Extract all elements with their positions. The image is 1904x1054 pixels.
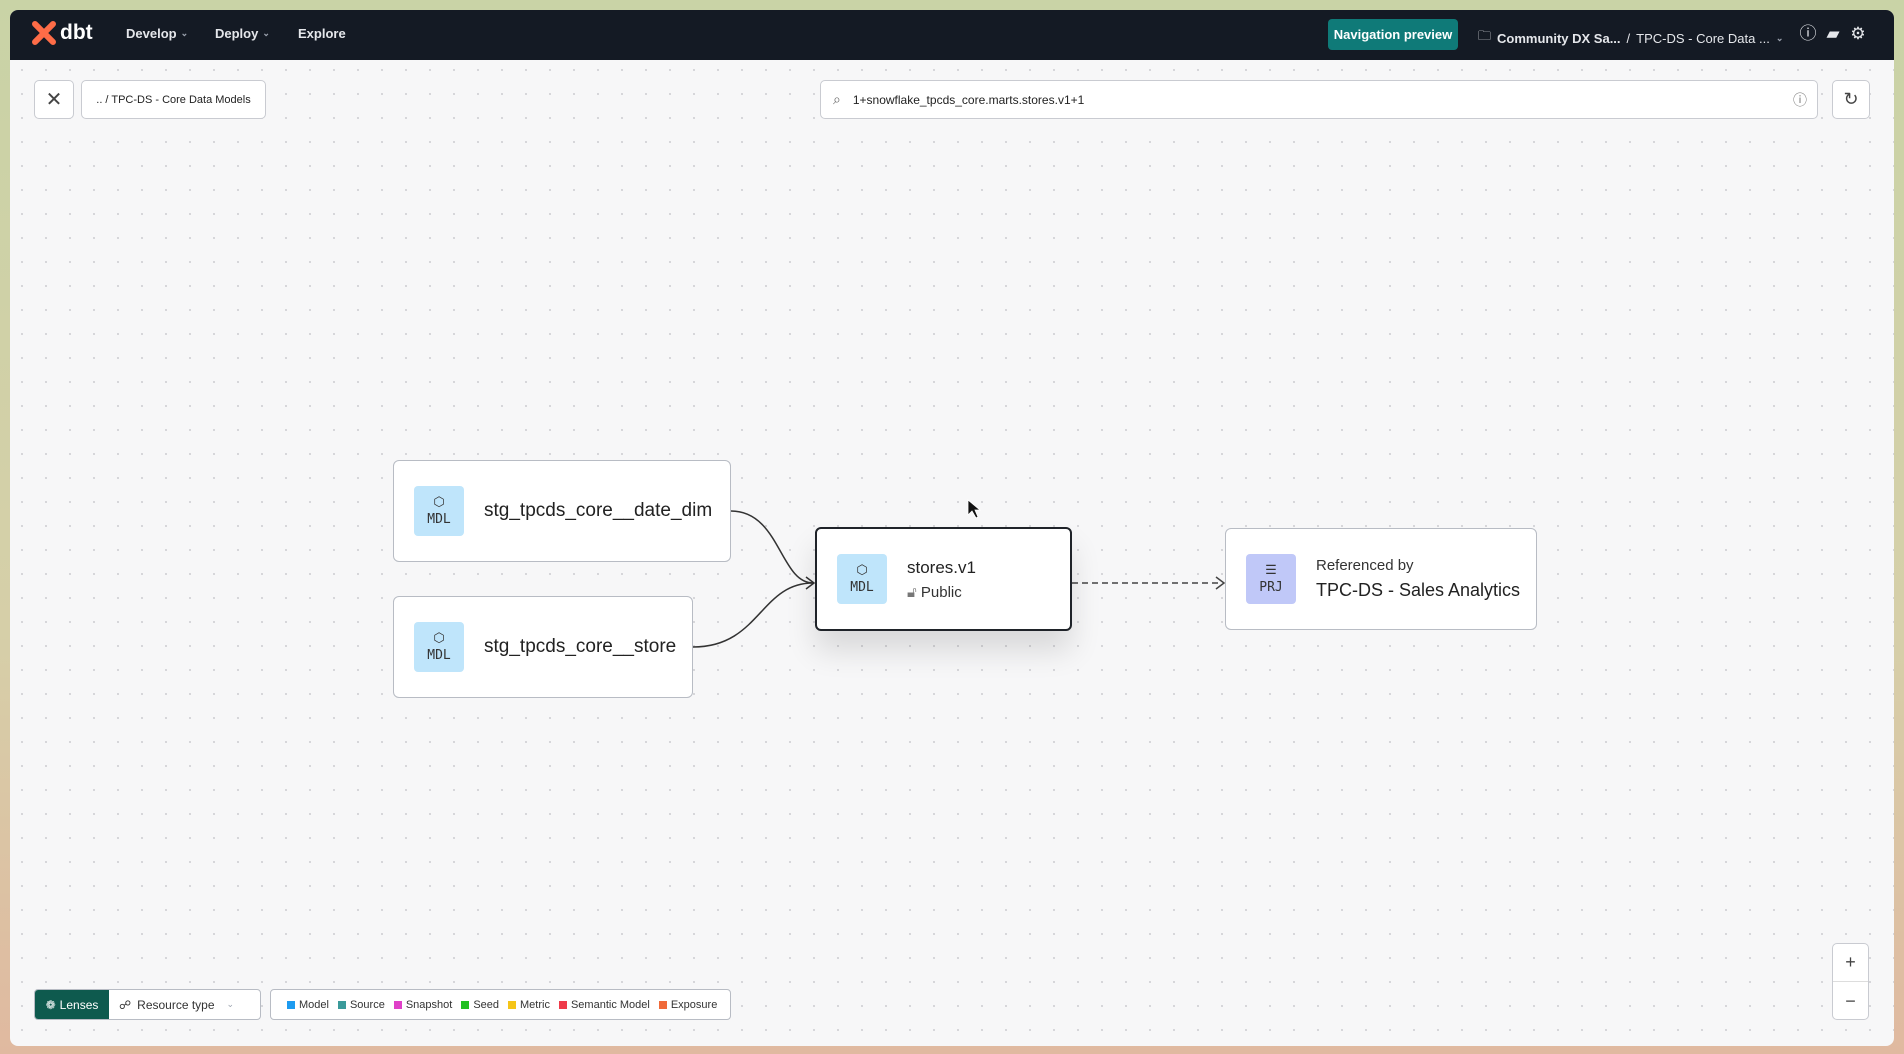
legend-item: Metric [508,999,550,1011]
unlock-icon: 🔓︎ [907,583,917,601]
mouse-cursor-icon [967,499,982,519]
search-input[interactable]: ⌕ 1+snowflake_tpcds_core.marts.stores.v1… [820,80,1818,119]
lenses-label: Lenses [59,997,99,1012]
legend-label: Source [349,998,385,1011]
lenses-button[interactable]: ❁Lenses [35,990,109,1019]
nav-label: Deploy [215,26,259,41]
nav-deploy[interactable]: Deploy⌄ [215,26,270,41]
refresh-button[interactable]: ↻ [1832,80,1870,119]
legend-item: Exposure [658,998,718,1011]
legend-swatch [393,1000,402,1009]
legend-label: Exposure [670,998,718,1011]
legend-label: Metric [520,998,550,1011]
legend-item: Seed [461,999,499,1011]
cube-icon: ⬡ [433,495,445,510]
navigation-preview-button[interactable]: Navigation preview [1328,19,1458,50]
top-nav-bar: dbt Develop⌄ Deploy⌄ Explore Navigation … [10,10,1894,60]
legend-label: Semantic Model [570,998,650,1011]
node-stg-date-dim[interactable]: ⬡ MDL stg_tpcds_core__date_dim [393,460,731,562]
badge-label: PRJ [1259,580,1283,595]
chevron-down-icon: ⌄ [1775,32,1784,43]
search-value: 1+snowflake_tpcds_core.marts.stores.v1+1 [852,92,1085,107]
node-title: stores.v1 [907,557,976,577]
breadcrumb[interactable]: .. / TPC-DS - Core Data Models [81,80,266,119]
project-name: TPC-DS - Core Data ... [1636,30,1770,46]
gear-icon[interactable]: ⚙ [1850,24,1866,43]
project-badge: ☰ PRJ [1246,554,1296,604]
nav-develop[interactable]: Develop⌄ [126,26,188,41]
account-name: Community DX Sa... [1497,30,1621,46]
nav-explore[interactable]: Explore [298,26,346,41]
dbt-logo-icon [32,21,56,45]
access-level: 🔓︎ Public [907,584,976,601]
legend-swatch [508,1000,517,1009]
badge-label: MDL [850,580,874,595]
legend-label: Model [299,998,329,1011]
help-icon[interactable]: ⓘ [1799,24,1817,43]
close-button[interactable]: ✕ [34,80,74,119]
folder-icon: 🗀 [1478,28,1492,43]
resource-legend: Model Source Snapshot Seed Metric Semantic Mo… [270,989,731,1020]
lens-icon: ❁ [45,997,56,1012]
zoom-out-button[interactable]: − [1845,990,1856,1011]
app-window: dbt Develop⌄ Deploy⌄ Explore Navigation … [10,10,1894,1046]
edge-store-to-stores [692,582,814,648]
feedback-icon[interactable]: ▰ [1826,24,1840,43]
legend-swatch [287,1000,295,1009]
node-stores-v1[interactable]: ⬡ MDL stores.v1 🔓︎ Public [815,527,1072,631]
model-badge: ⬡ MDL [837,554,887,604]
legend-item: Snapshot [393,998,453,1011]
project-icon: ☰ [1265,563,1277,578]
legend-label: Seed [473,998,500,1011]
zoom-in-button[interactable]: + [1833,944,1868,982]
lineage-edges [692,499,1226,648]
dbt-logo[interactable]: dbt [32,21,93,45]
close-icon: ✕ [45,89,63,111]
breadcrumb-separator: / [1626,30,1631,46]
legend-item: Model [287,999,329,1011]
node-referenced-project[interactable]: ☰ PRJ Referenced by TPC-DS - Sales Analyt… [1225,528,1537,630]
edge-date-dim-to-stores [730,510,814,584]
legend-item: Semantic Model [558,998,650,1011]
chevron-down-icon: ⌄ [180,28,189,38]
nav-label: Explore [298,26,346,41]
node-title: stg_tpcds_core__date_dim [484,500,713,521]
resource-type-label: Resource type [137,997,215,1012]
arrowhead [805,576,816,590]
node-title: TPC-DS - Sales Analytics [1316,580,1521,600]
zoom-controls: + − [1832,943,1869,1020]
badge-label: MDL [427,648,451,663]
legend-swatch [337,1000,346,1009]
logo-text: dbt [60,21,93,44]
cube-icon: ⬡ [856,563,868,578]
model-badge: ⬡ MDL [414,622,464,672]
access-label: Public [920,583,962,601]
arrowhead [1215,576,1226,590]
chevron-down-icon: ⌄ [226,999,235,1009]
refresh-icon: ↻ [1843,89,1859,109]
legend-label: Snapshot [405,998,453,1011]
model-badge: ⬡ MDL [414,486,464,536]
badge-label: MDL [427,512,451,527]
node-title: stg_tpcds_core__store [484,636,677,657]
nav-label: Develop [126,26,177,41]
legend-swatch [461,1000,470,1009]
info-icon[interactable]: ⓘ [1793,91,1807,108]
legend-swatch [558,1000,567,1009]
chevron-down-icon: ⌄ [262,28,270,38]
resource-type-dropdown[interactable]: ☍ Resource type ⌄ [109,990,234,1019]
legend-swatch [658,1000,667,1009]
lenses-control: ❁Lenses ☍ Resource type ⌄ [34,989,261,1020]
legend-item: Source [337,998,385,1011]
referenced-by-label: Referenced by [1316,557,1414,574]
project-selector[interactable]: 🗀 Community DX Sa... / TPC-DS - Core Dat… [1478,27,1783,49]
search-icon: ⌕ [833,91,841,107]
nodes-icon: ☍ [119,997,132,1012]
node-stg-store[interactable]: ⬡ MDL stg_tpcds_core__store [393,596,693,698]
cube-icon: ⬡ [433,631,445,646]
